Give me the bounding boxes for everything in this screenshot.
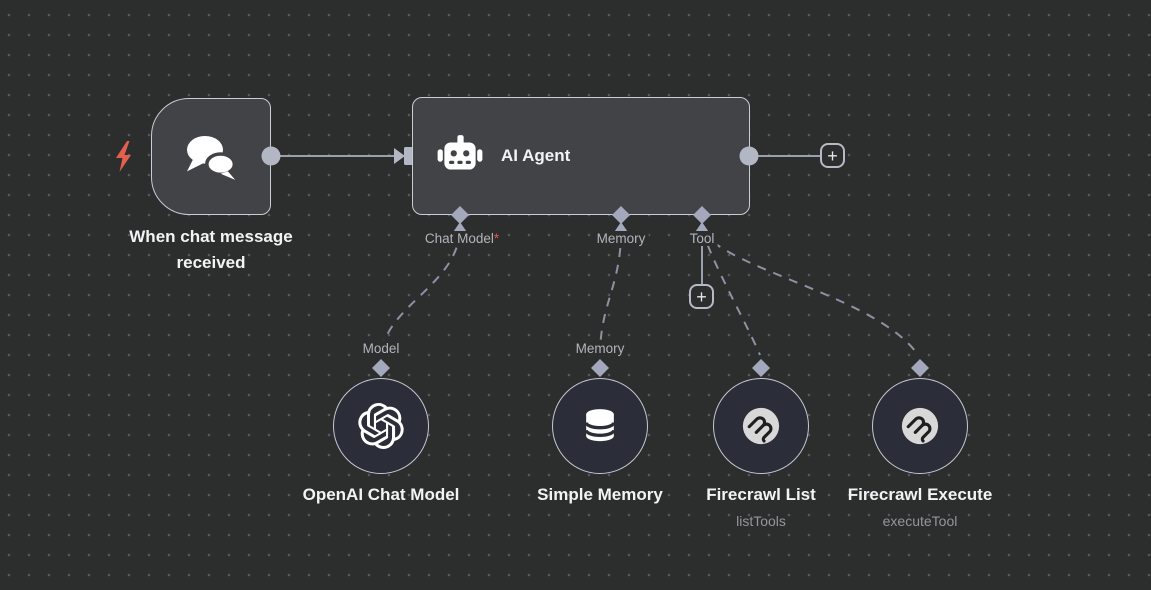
simple-memory-node-title: Simple Memory bbox=[537, 485, 663, 504]
firecrawl-list-output-port[interactable] bbox=[752, 359, 770, 377]
simple-memory-node[interactable] bbox=[552, 378, 648, 474]
required-asterisk: * bbox=[493, 231, 500, 246]
mcp-squiggle-icon bbox=[901, 407, 939, 445]
agent-tool-label: Tool bbox=[686, 231, 718, 246]
robot-icon bbox=[435, 131, 485, 181]
connection-chat-model bbox=[380, 230, 461, 357]
lightning-trigger-icon bbox=[116, 141, 131, 172]
add-next-node-button[interactable]: + bbox=[820, 143, 845, 168]
chat-bubbles-icon bbox=[187, 135, 237, 180]
connection-memory bbox=[599, 230, 622, 357]
input-arrow-icon bbox=[394, 148, 405, 164]
firecrawl-execute-output-port[interactable] bbox=[911, 359, 929, 377]
openai-icon bbox=[358, 403, 404, 449]
add-tool-button[interactable]: + bbox=[689, 284, 714, 309]
agent-memory-label: Memory bbox=[593, 231, 649, 246]
agent-chat-model-label: Chat Model* bbox=[421, 231, 503, 246]
simple-memory-output-port[interactable] bbox=[591, 359, 609, 377]
firecrawl-execute-node[interactable] bbox=[872, 378, 968, 474]
openai-node-title: OpenAI Chat Model bbox=[302, 485, 460, 504]
model-port-label: Model bbox=[359, 341, 403, 356]
openai-output-port[interactable] bbox=[372, 359, 390, 377]
trigger-title: When chat message received bbox=[129, 227, 293, 272]
connection-tool-firecrawl-execute bbox=[701, 228, 919, 356]
firecrawl-list-node-title: Firecrawl List bbox=[706, 485, 816, 504]
trigger-node[interactable] bbox=[151, 98, 271, 215]
memory-port-label: Memory bbox=[572, 341, 628, 356]
agent-node[interactable]: AI Agent bbox=[412, 97, 750, 215]
agent-title: AI Agent bbox=[501, 146, 571, 165]
firecrawl-list-node-subtitle: listTools bbox=[736, 513, 786, 529]
firecrawl-execute-node-title: Firecrawl Execute bbox=[847, 485, 993, 504]
firecrawl-list-node[interactable] bbox=[713, 378, 809, 474]
openai-chat-model-node[interactable] bbox=[333, 378, 429, 474]
mcp-squiggle-icon bbox=[742, 407, 780, 445]
firecrawl-execute-node-subtitle: executeTool bbox=[882, 513, 958, 529]
database-icon bbox=[584, 409, 616, 442]
